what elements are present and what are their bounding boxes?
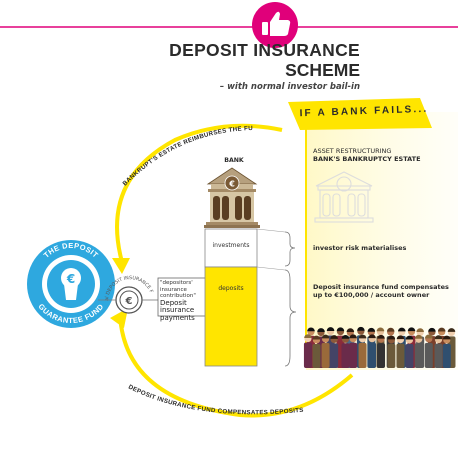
crowd-person-hair xyxy=(336,327,345,332)
crowd-person-hair xyxy=(376,327,385,332)
crowd-person-hair xyxy=(424,334,433,339)
compensation-line-2: up to €100,000 / account owner xyxy=(313,291,430,299)
title-line-1: DEPOSIT INSURANCE xyxy=(169,40,360,60)
svg-text:€: € xyxy=(125,296,133,307)
contribution-line-1: "depositors' xyxy=(160,280,193,286)
crowd-person-body xyxy=(442,343,451,368)
fund-badge: € THE DEPOSIT GUARANTEE FUND xyxy=(27,240,115,328)
bank-outline-icon xyxy=(314,171,374,223)
crowd-person-hair xyxy=(357,326,365,331)
brace-investments xyxy=(284,231,296,267)
crowd-person-hair xyxy=(367,327,376,332)
thumbs-up-icon xyxy=(252,2,298,48)
crowd-person-body xyxy=(396,343,405,368)
crowd-person-hair xyxy=(326,327,335,331)
contribution-line-2: insurance xyxy=(160,286,187,293)
crowd-person-hair xyxy=(387,335,396,340)
bank-building-icon: € xyxy=(204,167,260,228)
crowd-person-hair xyxy=(397,327,406,332)
crowd-person-body xyxy=(303,342,312,368)
contribution-box xyxy=(157,277,211,317)
crowd-person-hair xyxy=(341,334,350,339)
crowd-person-hair xyxy=(346,328,355,333)
crowd-person-hair xyxy=(447,328,456,332)
svg-text:€: € xyxy=(228,180,235,189)
brace-deposits xyxy=(284,269,297,367)
arrow-head-top xyxy=(112,258,130,274)
crowd-person-hair xyxy=(358,334,367,339)
crowd-person-body xyxy=(387,343,396,368)
crowd-person-hair xyxy=(321,334,330,339)
deposits-label: deposits xyxy=(218,285,244,292)
crowd-person-hair xyxy=(437,327,446,332)
contribution-line-3: contribution" xyxy=(160,293,196,299)
crowd-person-hair xyxy=(307,327,315,332)
crowd-person-hair xyxy=(304,334,312,339)
crowd-person-hair xyxy=(414,334,423,339)
investments-label: investments xyxy=(212,242,250,249)
svg-text:€: € xyxy=(66,272,75,286)
crowd-person-body xyxy=(321,342,330,368)
crowd-person-body xyxy=(405,343,414,368)
crowd-person-body xyxy=(414,343,423,368)
euro-keyhole-icon: € xyxy=(61,268,81,300)
arc-bottom xyxy=(118,314,354,418)
banner-background xyxy=(288,98,432,130)
crowd-of-people-icon xyxy=(303,326,456,368)
contribution-main-2: insurance xyxy=(160,306,195,314)
crowd-person-hair xyxy=(428,327,436,332)
crowd-person-hair xyxy=(330,335,338,339)
crowd-person-hair xyxy=(368,334,376,339)
crowd-person-hair xyxy=(312,335,321,340)
crowd-person-hair xyxy=(349,334,357,339)
asset-restructuring: ASSET RESTRUCTURING BANK'S BANKRUPTCY ES… xyxy=(313,147,453,163)
asset-line-1: ASSET RESTRUCTURING xyxy=(313,147,392,155)
investments-box xyxy=(204,228,258,268)
subtitle: – with normal investor bail-in xyxy=(219,82,360,92)
arc-top-label: BANKRUPT'S ESTATE REIMBURSES THE FUND xyxy=(0,0,253,187)
crowd-person-hair xyxy=(377,334,385,339)
crowd-person-body xyxy=(434,343,443,368)
crowd-person-hair xyxy=(442,335,451,340)
title-line-2: SCHEME xyxy=(285,60,360,80)
crowd-person-body xyxy=(312,343,321,368)
arrow-head-bottom xyxy=(110,308,128,328)
arc-top xyxy=(115,123,283,263)
outcome-panel xyxy=(306,112,458,370)
crowd-person-hair xyxy=(405,335,414,340)
asset-line-2: BANK'S BANKRUPTCY ESTATE xyxy=(313,155,421,163)
connector-deposits xyxy=(256,266,286,271)
crowd-person-hair xyxy=(317,328,325,332)
contribution-main-3: payments xyxy=(160,313,195,322)
contribution-text: "depositors' insurance contribution" Dep… xyxy=(160,280,210,322)
compensation-text: Deposit insurance fund compensates up to… xyxy=(313,283,458,299)
crowd-person-hair xyxy=(396,335,405,340)
crowd-person-hair xyxy=(416,328,424,333)
crowd-person-body xyxy=(349,342,358,368)
crowd-person-body xyxy=(358,342,367,368)
euro-coin-icon: € xyxy=(115,286,143,314)
crowd-person-hair xyxy=(407,327,416,332)
arc-bottom-label: DEPOSIT INSURANCE FUND COMPENSATES DEPOS… xyxy=(127,384,304,417)
risk-text: investor risk materialises xyxy=(313,244,407,252)
crowd-person-body xyxy=(330,343,339,368)
connector-investments xyxy=(256,228,286,233)
compensation-line-1: Deposit insurance fund compensates xyxy=(313,283,449,291)
crowd-person-hair xyxy=(386,327,395,332)
crowd-person-hair xyxy=(434,335,443,340)
crowd-person-body xyxy=(377,343,386,368)
crowd-person-body xyxy=(368,342,377,368)
crowd-person-body xyxy=(424,342,433,368)
crowd-person-body xyxy=(341,343,350,368)
bank-label: BANK xyxy=(224,157,244,164)
deposits-box xyxy=(204,266,258,367)
contribution-main-1: Deposit xyxy=(160,298,187,307)
